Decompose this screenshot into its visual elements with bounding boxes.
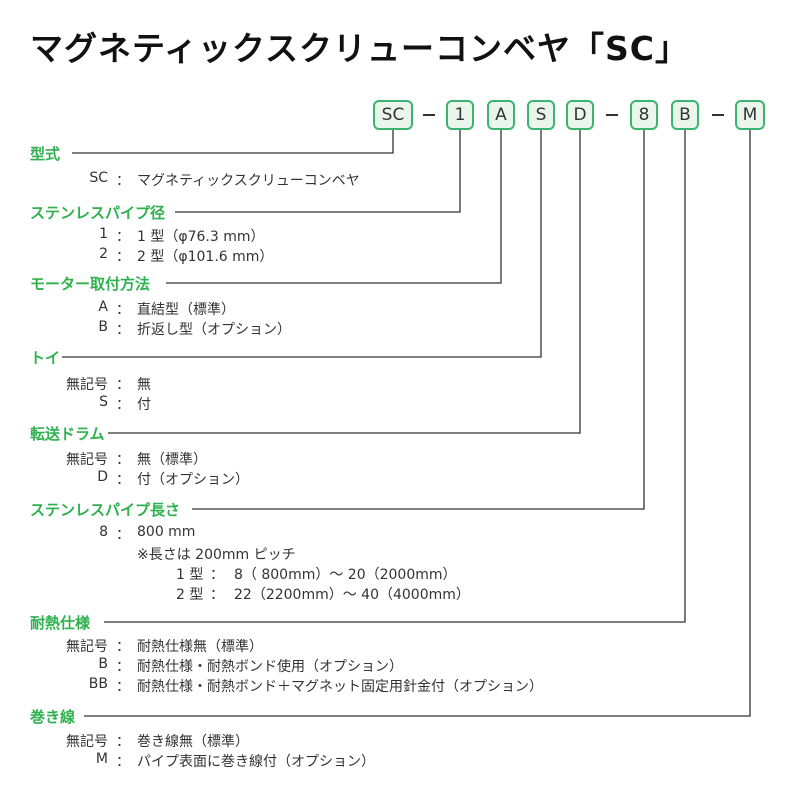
option-key: M — [95, 751, 108, 767]
section-heading-trough: トイ — [30, 349, 61, 367]
connector-type — [72, 130, 394, 154]
option-colon: ： — [116, 679, 130, 695]
option-value: 巻き線無（標準） — [137, 734, 249, 750]
length-note: ※長さは 200mm ピッチ — [137, 547, 296, 563]
option-value: 直結型（標準） — [137, 302, 235, 318]
option-colon: ： — [116, 734, 130, 750]
option-key: B — [98, 319, 108, 335]
option-key: 8 — [99, 524, 108, 540]
option-key: A — [98, 299, 108, 315]
connector-motor-mount — [166, 130, 502, 284]
connector-heat-resistance — [104, 130, 686, 623]
option-colon: ： — [116, 452, 130, 468]
connector-drum — [108, 130, 581, 434]
length-table-value: 8（ 800mm）～ 20（2000mm） — [234, 567, 457, 583]
option-key: BB — [88, 676, 108, 692]
code-box-motor-mount: A — [487, 100, 515, 130]
section-heading-motor-mount: モーター取付方法 — [30, 275, 151, 293]
code-separator — [423, 114, 435, 116]
option-key: SC — [89, 170, 108, 186]
code-box-drum: D — [566, 100, 594, 130]
code-box-trough: S — [527, 100, 555, 130]
section-heading-drum: 転送ドラム — [30, 425, 105, 443]
option-colon: ： — [116, 377, 130, 393]
option-value: 耐熱仕様・耐熱ボンド＋マグネット固定用針金付（オプション） — [137, 679, 543, 695]
option-value: 付（オプション） — [137, 472, 249, 488]
option-value: 無（標準） — [137, 452, 207, 468]
code-box-pipe-diameter: 1 — [446, 100, 474, 130]
option-key: B — [98, 656, 108, 672]
option-key: S — [99, 394, 108, 410]
option-colon: ： — [116, 173, 130, 189]
option-value: 2 型（φ101.6 mm） — [137, 249, 274, 265]
option-key: 2 — [99, 246, 108, 262]
option-key: 無記号 — [66, 734, 108, 750]
length-table-type: 2 型 — [176, 587, 204, 603]
option-colon: ： — [116, 249, 130, 265]
option-key: 1 — [99, 226, 108, 242]
option-key: 無記号 — [66, 639, 108, 655]
connector-pipe-length — [192, 130, 645, 510]
option-key: D — [97, 469, 108, 485]
code-box-winding: M — [735, 100, 765, 130]
section-heading-type: 型式 — [30, 145, 61, 163]
section-heading-heat-resistance: 耐熱仕様 — [30, 614, 91, 632]
option-colon: ： — [116, 302, 130, 318]
option-colon: ： — [116, 754, 130, 770]
option-colon: ： — [116, 527, 130, 543]
length-table-sep: ： — [210, 587, 224, 603]
connector-pipe-diameter — [175, 130, 461, 213]
option-key: 無記号 — [66, 452, 108, 468]
option-value: 無 — [137, 377, 151, 393]
code-box-pipe-length: 8 — [630, 100, 658, 130]
length-table-type: 1 型 — [176, 567, 204, 583]
page-title: マグネティックスクリューコンベヤ「SC」 — [30, 29, 690, 68]
option-value: 耐熱仕様無（標準） — [137, 639, 263, 655]
option-value: 800 mm — [137, 524, 196, 540]
option-colon: ： — [116, 472, 130, 488]
option-colon: ： — [116, 322, 130, 338]
option-value: パイプ表面に巻き線付（オプション） — [137, 754, 375, 770]
option-colon: ： — [116, 659, 130, 675]
option-value: 耐熱仕様・耐熱ボンド使用（オプション） — [137, 659, 403, 675]
length-table-sep: ： — [210, 567, 224, 583]
option-value: マグネティックスクリューコンベヤ — [137, 173, 360, 189]
connector-trough — [62, 130, 542, 358]
section-heading-pipe-length: ステンレスパイプ長さ — [30, 501, 181, 519]
code-box-sc: SC — [373, 100, 413, 130]
option-colon: ： — [116, 397, 130, 413]
option-value: 1 型（φ76.3 mm） — [137, 229, 265, 245]
option-value: 折返し型（オプション） — [137, 322, 291, 338]
option-colon: ： — [116, 639, 130, 655]
section-heading-pipe-diameter: ステンレスパイプ径 — [30, 204, 166, 222]
length-table-value: 22（2200mm）～ 40（4000mm） — [234, 587, 470, 603]
code-separator — [606, 114, 618, 116]
section-heading-winding: 巻き線 — [30, 708, 76, 726]
option-key: 無記号 — [66, 377, 108, 393]
option-colon: ： — [116, 229, 130, 245]
option-value: 付 — [137, 397, 151, 413]
connector-winding — [84, 130, 751, 717]
code-separator — [712, 114, 724, 116]
code-box-heat-resistance: B — [671, 100, 699, 130]
